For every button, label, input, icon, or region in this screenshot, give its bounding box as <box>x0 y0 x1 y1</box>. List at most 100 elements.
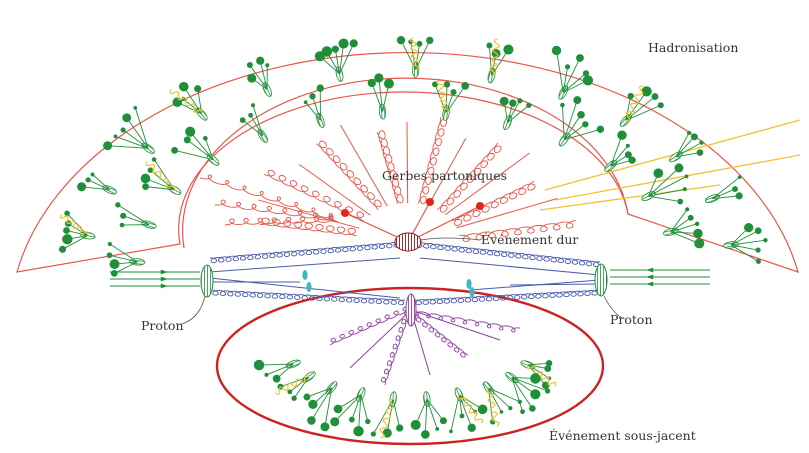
hadron-track <box>81 186 110 191</box>
hadron-track <box>145 178 175 191</box>
gluon-curl <box>214 199 339 223</box>
hadron <box>383 78 394 89</box>
label-parton-showers: Gerbes partoniques <box>382 168 507 183</box>
photon-wave <box>145 161 176 190</box>
hadron <box>449 429 453 434</box>
hadron <box>142 183 149 191</box>
hadron-track <box>507 100 521 123</box>
hadron <box>353 425 364 437</box>
hadron <box>693 228 703 239</box>
hadron <box>308 399 318 410</box>
gluon-curl <box>414 289 599 306</box>
hadron-cluster <box>520 360 557 390</box>
beam-line <box>509 283 601 286</box>
photon-wave <box>59 214 89 236</box>
hadron <box>172 97 183 108</box>
hadron-cluster <box>367 73 394 120</box>
hadron <box>582 70 590 77</box>
photon-wave <box>485 387 500 427</box>
hadron-cluster <box>558 96 605 147</box>
hadron-cluster <box>432 79 470 121</box>
hadron-track <box>109 254 138 263</box>
hadron <box>321 46 333 57</box>
collision-core <box>181 232 623 327</box>
hadron-track <box>66 212 88 236</box>
hadron-track <box>562 57 581 93</box>
hadron <box>115 202 121 208</box>
hadron <box>450 89 457 96</box>
hadron-cluster <box>246 56 272 97</box>
hadron-track <box>450 394 460 432</box>
hadron <box>685 207 690 212</box>
hadron <box>486 42 493 49</box>
hadron-track <box>648 176 687 197</box>
hadron <box>374 73 384 83</box>
hadron-track <box>563 99 578 140</box>
hadron <box>582 121 589 128</box>
hadron-track <box>339 43 345 75</box>
hadron-cluster <box>314 38 358 82</box>
hadron-track <box>305 102 321 121</box>
hadron <box>349 39 358 48</box>
hadron-track <box>117 204 150 226</box>
hadron-cluster <box>103 106 155 154</box>
hadron-cluster <box>106 241 146 277</box>
hadron <box>577 110 585 119</box>
beam-line <box>209 257 401 273</box>
hadron <box>763 238 768 243</box>
hadron <box>239 117 246 123</box>
hadron <box>320 422 330 432</box>
gluon-curl <box>381 309 412 386</box>
hadron-track <box>488 387 520 403</box>
hadron <box>687 214 694 221</box>
hadron-track <box>266 363 294 376</box>
hadron <box>435 427 440 431</box>
gluon-curl <box>417 116 447 205</box>
hadron <box>677 198 684 205</box>
hadron <box>530 373 541 384</box>
hadron <box>171 146 179 154</box>
parton-vertex <box>426 198 434 206</box>
gluon-curl <box>263 169 365 222</box>
hadron-track <box>625 91 647 121</box>
hadron-cluster <box>663 207 705 249</box>
hadron <box>185 126 196 137</box>
gluon-curl <box>415 241 600 268</box>
track-arrow <box>160 283 168 289</box>
gluon-curl <box>376 130 404 204</box>
hadron <box>147 167 154 173</box>
hadron-track <box>293 376 310 399</box>
hadron <box>526 102 532 108</box>
hadron <box>529 405 536 412</box>
parton-line <box>340 124 388 207</box>
hadron-cluster <box>274 371 316 401</box>
hadron-cluster <box>704 175 743 204</box>
gluon-curl <box>436 142 502 213</box>
hadron-track <box>556 50 564 93</box>
hadron <box>90 172 95 177</box>
hadron-cluster <box>58 210 96 253</box>
hadron <box>331 45 339 53</box>
photon-wave <box>169 89 203 115</box>
hadron-track <box>670 217 691 233</box>
hadron <box>265 63 270 68</box>
hadron <box>508 406 513 411</box>
hadron-track <box>730 244 759 251</box>
hadron <box>58 245 67 253</box>
hadron <box>410 419 421 430</box>
hadron <box>120 127 126 133</box>
hadron-track <box>289 376 310 393</box>
hadron-cluster <box>77 172 118 195</box>
hadron-track <box>415 40 431 70</box>
label-pointer <box>181 295 206 325</box>
hadron <box>461 82 470 90</box>
hadron <box>287 389 293 395</box>
parton-line <box>406 121 409 204</box>
hadron-track <box>426 398 444 422</box>
hadron <box>113 134 118 139</box>
hadron-cluster <box>396 36 434 78</box>
hadron <box>421 430 430 439</box>
hadron <box>439 417 447 425</box>
hadron-track <box>337 394 362 410</box>
hadron-track <box>458 394 476 412</box>
